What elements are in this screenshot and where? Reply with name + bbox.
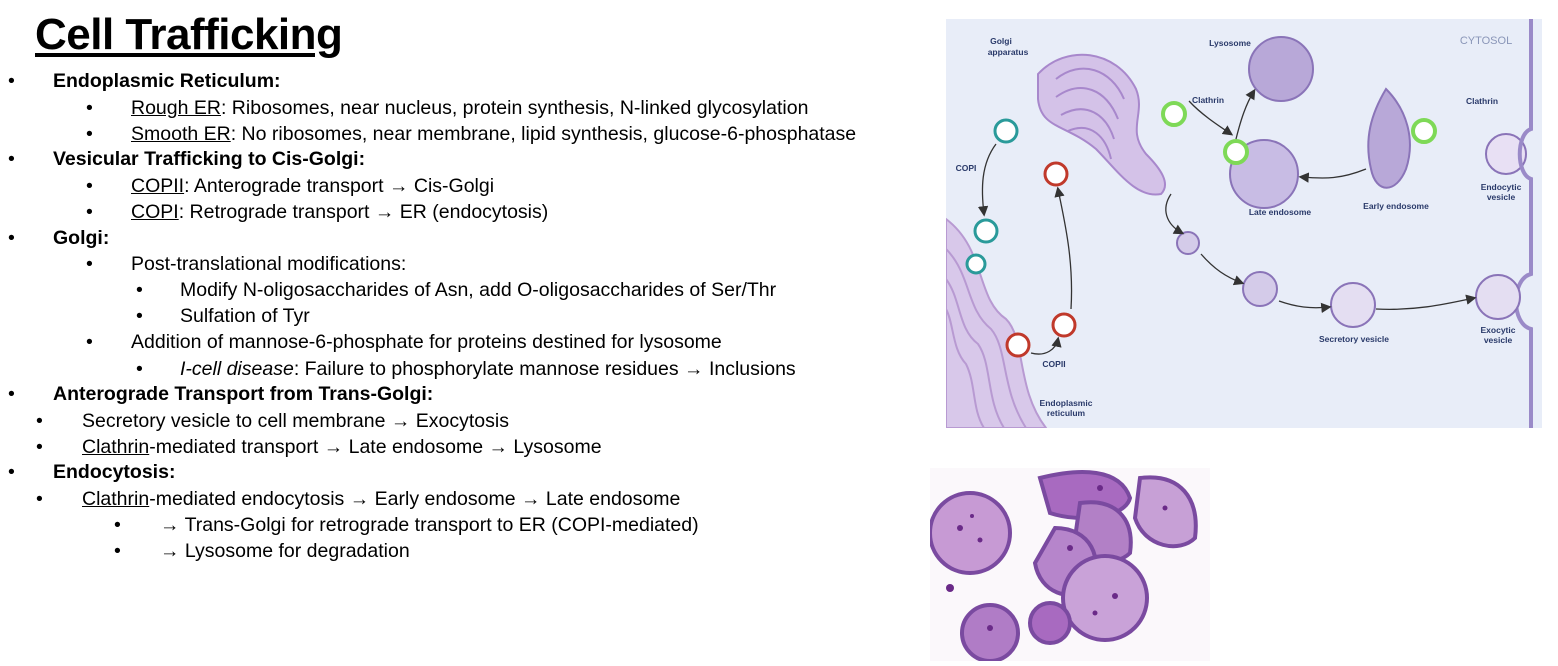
apparatus-label: apparatus [988,47,1029,57]
rough-er-line: Rough ER: Ribosomes, near nucleus, prote… [131,96,808,120]
bullet: • [136,279,143,301]
bullet: • [36,436,43,458]
cell-membrane [1514,19,1533,428]
transport-vesicle [1242,271,1278,307]
secretory-vesicle-illustration [1330,282,1376,328]
bullet: • [114,540,121,562]
smooth-er-term: Smooth ER [131,123,231,145]
endo-2-line: → Lysosome for degradation [160,540,410,562]
clathrin-text: -mediated transport → Late endosome → Ly… [149,436,602,458]
lysosome-illustration [1248,36,1314,102]
bullet: • [36,488,43,510]
anterograde-heading: Anterograde Transport from Trans-Golgi: [53,383,434,405]
trafficking-diagram: Golgi apparatus Lysosome CYTOSOL Clathri… [945,19,1542,429]
clathrin-label: Clathrin [1466,96,1498,106]
micrograph-image [928,468,1210,663]
secretory-line: Secretory vesicle to cell membrane → Exo… [82,410,509,432]
secretory-vesicle-label: Secretory vesicle [1319,334,1389,344]
endo-text: -mediated endocytosis → Early endosome →… [149,488,681,510]
er-heading: Endoplasmic Reticulum: [53,70,281,92]
ptm-2-line: Sulfation of Tyr [180,305,310,327]
copii-term: COPII [131,175,185,197]
bullet: • [86,253,93,275]
bullet: • [8,383,15,405]
bullet: • [8,148,15,170]
early-endosome-illustration [1367,87,1411,189]
endo-line: Clathrin-mediated endocytosis → Early en… [82,487,680,511]
trafficking-diagram-svg: Golgi apparatus Lysosome CYTOSOL Clathri… [945,19,1533,429]
golgi-label: Golgi [990,36,1012,46]
icell-term: I-cell disease [180,358,294,380]
bullet: • [8,70,15,92]
bullet: • [8,461,15,483]
transport-arrows [977,88,1477,355]
vesicle-label: vesicle [1484,335,1513,345]
copii-text: : Anterograde transport → Cis-Golgi [184,175,495,197]
endo-1-line: → Trans-Golgi for retrograde transport t… [160,514,699,536]
endo-term: Clathrin [82,488,150,510]
bullet: • [86,331,93,353]
bullet: • [86,123,93,145]
clathrin-term: Clathrin [82,436,150,458]
clathrin-label: Clathrin [1192,95,1224,105]
smooth-er-line: Smooth ER: No ribosomes, near membrane, … [131,122,856,146]
outline: • Endoplasmic Reticulum: • Rough ER: Rib… [8,70,856,562]
vesicle-label: vesicle [1487,192,1516,202]
m6p-line: Addition of mannose-6-phosphate for prot… [131,331,722,353]
endocytosis-heading: Endocytosis: [53,461,176,483]
copi-line: COPI: Retrograde transport → ER (endocyt… [131,200,548,224]
endoplasmic-label: Endoplasmic [1040,398,1093,408]
er-illustration [945,216,1049,429]
transport-vesicle [1176,231,1200,255]
copi-vesicles [965,118,1019,275]
ptm-line: Post-translational modifications: [131,253,407,275]
page-title: Cell Trafficking [35,10,343,59]
bullet: • [8,227,15,249]
lysosome-label: Lysosome [1209,38,1251,48]
copii-line: COPII: Anterograde transport → Cis-Golgi [131,174,494,198]
copii-vesicles [1005,161,1077,358]
smooth-er-text: : No ribosomes, near membrane, lipid syn… [230,123,857,145]
reticulum-label: reticulum [1047,408,1086,418]
rough-er-term: Rough ER [131,97,221,119]
late-endosome-label: Late endosome [1249,207,1312,217]
cytosol-label: CYTOSOL [1460,35,1512,47]
bullet: • [36,410,43,432]
vesicular-heading: Vesicular Trafficking to Cis-Golgi: [53,148,366,170]
copi-text: : Retrograde transport → ER (endocytosis… [178,201,549,223]
copii-label: COPII [1042,359,1065,369]
rough-er-text: : Ribosomes, near nucleus, protein synth… [220,97,809,119]
micrograph-svg [928,468,1210,663]
copi-term: COPI [131,201,179,223]
endocytic-label: Endocytic [1481,182,1522,192]
golgi-heading: Golgi: [53,227,110,249]
bullet: • [136,305,143,327]
icell-line: I-cell disease: Failure to phosphorylate… [180,357,796,381]
bullet: • [114,514,121,536]
golgi-illustration [1037,53,1166,196]
bullet: • [86,201,93,223]
bullet: • [86,97,93,119]
bullet: • [136,358,143,380]
early-endosome-label: Early endosome [1363,201,1429,211]
exocytic-label: Exocytic [1481,325,1516,335]
clathrin-vesicles [1161,101,1437,165]
ptm-1-line: Modify N-oligosaccharides of Asn, add O-… [180,279,777,301]
bullet: • [86,175,93,197]
exocytic-vesicle-illustration [1475,274,1521,320]
copi-label: COPI [956,163,977,173]
endocytic-vesicle-illustration [1485,133,1527,175]
icell-text: : Failure to phosphorylate mannose resid… [293,358,796,380]
clathrin-line: Clathrin-mediated transport → Late endos… [82,435,602,459]
